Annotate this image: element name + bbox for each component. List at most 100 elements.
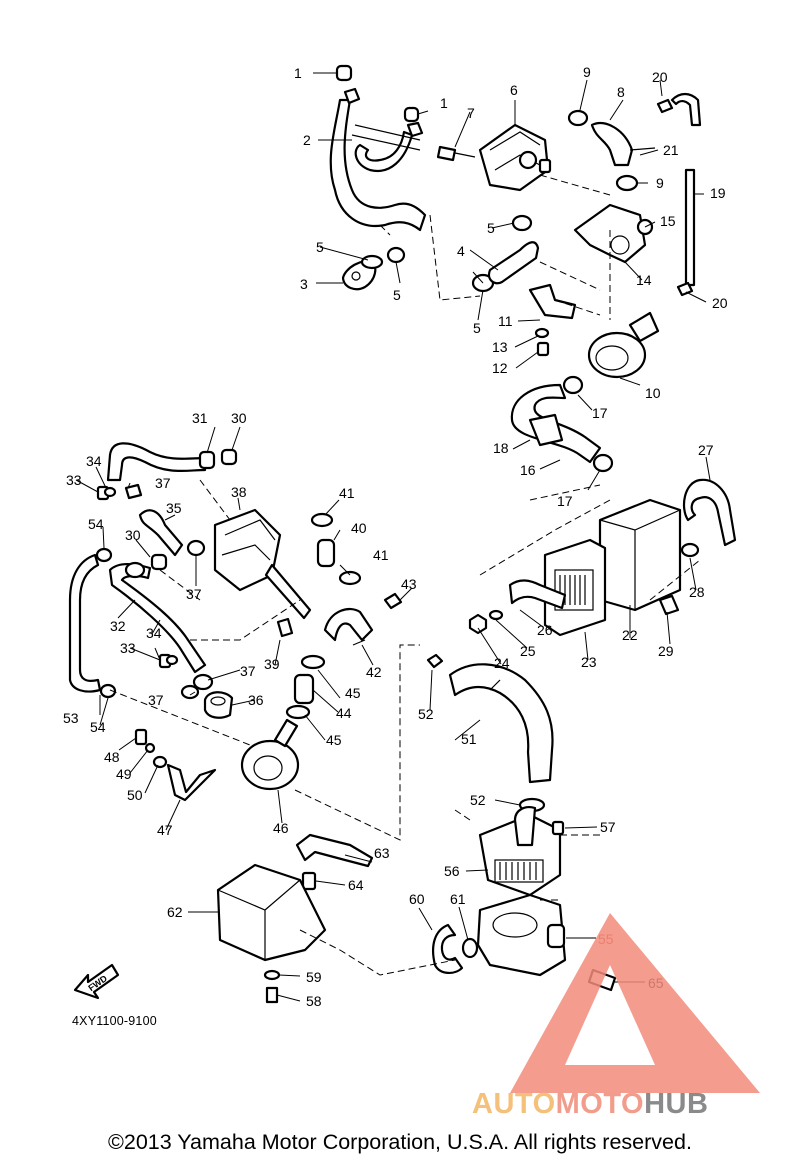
callout-45: 45 [345, 685, 361, 701]
callout-31: 31 [192, 410, 208, 426]
callout-37: 37 [155, 475, 171, 491]
callout-23: 23 [581, 654, 597, 670]
callout-20: 20 [712, 295, 728, 311]
callout-40: 40 [351, 520, 367, 536]
callout-27: 27 [698, 442, 714, 458]
callout-29: 29 [658, 643, 674, 659]
callout-46: 46 [273, 820, 289, 836]
callout-5: 5 [487, 220, 495, 236]
callout-1: 1 [440, 95, 448, 111]
callout-8: 8 [617, 84, 625, 100]
callout-64: 64 [348, 877, 364, 893]
callout-54: 54 [90, 719, 106, 735]
callout-49: 49 [116, 766, 132, 782]
callout-7: 7 [467, 105, 475, 121]
callout-numbers: 1 1 2 3 4 5 5 5 5 6 7 8 9 9 10 11 12 13 … [63, 64, 728, 1009]
callout-36: 36 [248, 692, 264, 708]
callout-18: 18 [493, 440, 509, 456]
part-47-bracket [166, 763, 217, 802]
callout-4: 4 [457, 243, 465, 259]
callout-30: 30 [125, 527, 141, 543]
watermark-part-moto: MOTO [555, 1088, 645, 1120]
callout-50: 50 [127, 787, 143, 803]
callout-52: 52 [418, 706, 434, 722]
callout-59: 59 [306, 969, 322, 985]
callout-13: 13 [492, 339, 508, 355]
part-30-cap [220, 448, 238, 466]
callout-16: 16 [520, 462, 536, 478]
part-7-bolt [436, 145, 457, 162]
part-46-valve [240, 739, 300, 791]
callout-14: 14 [636, 272, 652, 288]
callout-2: 2 [303, 132, 311, 148]
part-31-hose [106, 442, 207, 482]
part-53-hose [68, 553, 102, 693]
callout-22: 22 [622, 627, 638, 643]
part-26-pipe [508, 579, 567, 610]
callout-41: 41 [339, 485, 355, 501]
callout-56: 56 [444, 863, 460, 879]
callout-44: 44 [336, 705, 352, 721]
callout-33: 33 [66, 472, 82, 488]
callout-32: 32 [110, 618, 126, 634]
part-10-valve [587, 331, 647, 379]
watermark-part-hub: HUB [644, 1088, 709, 1120]
part-44-tube [293, 673, 315, 705]
watermark-wordmark: AUTOMOTOHUB [472, 1088, 708, 1121]
callout-5: 5 [316, 239, 324, 255]
callout-61: 61 [450, 891, 466, 907]
part-19-hose [684, 168, 696, 287]
part-2-hose [329, 98, 427, 232]
callout-39: 39 [264, 656, 280, 672]
callout-9: 9 [656, 175, 664, 191]
part-32-hose [108, 563, 207, 674]
callout-12: 12 [492, 360, 508, 376]
right-assembly [468, 147, 737, 637]
callout-54: 54 [88, 516, 104, 532]
callout-5: 5 [393, 287, 401, 303]
callout-37: 37 [186, 586, 202, 602]
callout-17: 17 [557, 493, 573, 509]
part-63-cover [295, 833, 374, 868]
watermark-logo [510, 913, 760, 1093]
part-58-screw [265, 986, 279, 1004]
callout-10: 10 [645, 385, 661, 401]
callout-20: 20 [652, 69, 668, 85]
callout-11: 11 [498, 313, 513, 329]
callout-43: 43 [401, 576, 417, 592]
part-42-elbow [323, 607, 374, 642]
watermark-part-auto: AUTO [472, 1088, 556, 1120]
callout-41: 41 [373, 547, 389, 563]
callout-33: 33 [120, 640, 136, 656]
lower-left-assembly [216, 833, 456, 1004]
callout-28: 28 [689, 584, 705, 600]
callout-42: 42 [366, 664, 382, 680]
part-40-tube [316, 538, 336, 568]
callout-24: 24 [494, 655, 510, 671]
part-2-hose-b [354, 130, 414, 173]
part-51-hose [448, 663, 554, 784]
callout-51: 51 [461, 731, 477, 747]
part-1-cap-b [403, 106, 420, 123]
part-8-hose [590, 122, 634, 167]
callout-47: 47 [157, 822, 173, 838]
callout-53: 53 [63, 710, 79, 726]
callout-15: 15 [660, 213, 676, 229]
part-55-case [476, 893, 567, 977]
callout-34: 34 [86, 453, 102, 469]
upper-assembly [329, 64, 702, 473]
callout-9: 9 [583, 64, 591, 80]
callout-52: 52 [470, 792, 486, 808]
lower-right-assembly [426, 653, 617, 992]
part-18-clamp [528, 413, 564, 447]
part-27-hose [682, 478, 737, 547]
callout-48: 48 [104, 749, 120, 765]
copyright-notice: ©2013 Yamaha Motor Corporation, U.S.A. A… [108, 1130, 692, 1154]
callout-57: 57 [600, 819, 616, 835]
callout-21: 21 [663, 142, 679, 158]
leader-lines [75, 72, 711, 1002]
callout-26: 26 [537, 622, 553, 638]
callout-60: 60 [409, 891, 425, 907]
part-60-hose [431, 923, 464, 974]
